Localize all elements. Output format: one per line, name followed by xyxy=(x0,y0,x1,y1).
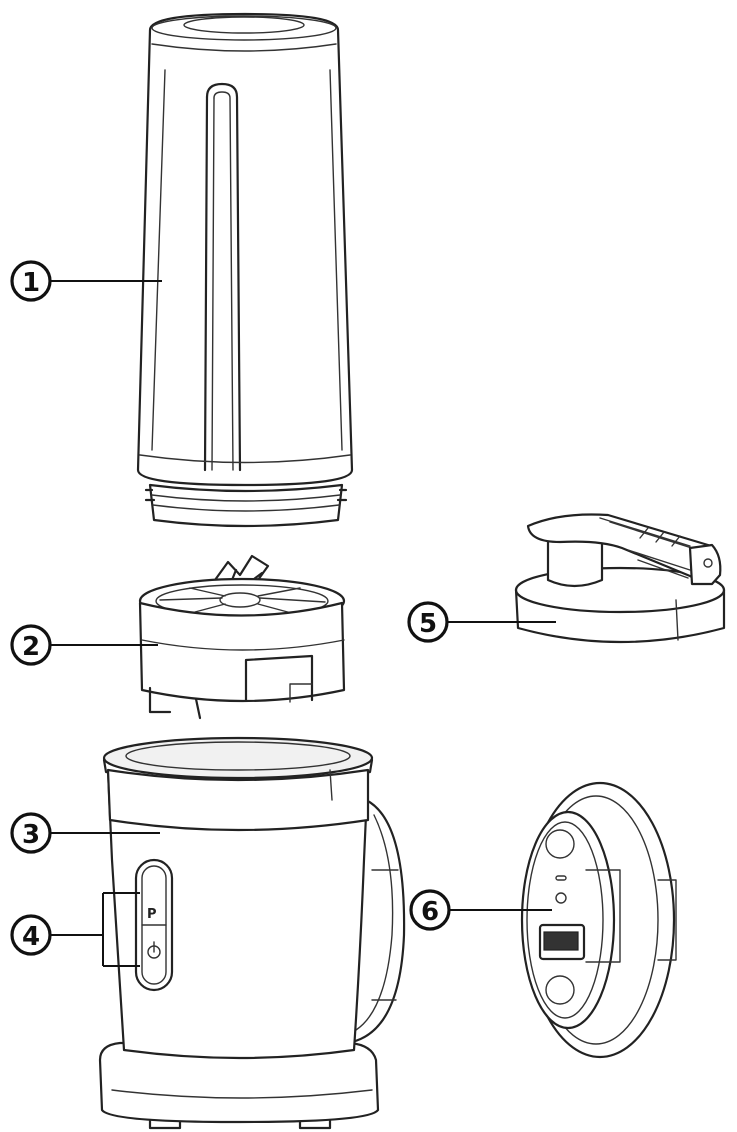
blade-assembly xyxy=(138,554,346,720)
svg-text:3: 3 xyxy=(22,820,40,850)
motor-base-bottom-view xyxy=(520,781,677,1059)
svg-text:5: 5 xyxy=(419,609,437,639)
pulse-button-label: P xyxy=(147,907,157,922)
leader-lines xyxy=(51,280,556,967)
label-6: 6 xyxy=(409,889,451,931)
leader-line-4 xyxy=(51,892,140,967)
travel-lid xyxy=(514,513,726,644)
svg-text:6: 6 xyxy=(421,897,439,927)
label-5: 5 xyxy=(407,601,449,643)
label-4: 4 xyxy=(10,914,52,956)
motor-base: P xyxy=(98,736,406,1130)
label-3: 3 xyxy=(10,812,52,854)
svg-text:1: 1 xyxy=(22,268,40,298)
label-2: 2 xyxy=(10,624,52,666)
svg-text:4: 4 xyxy=(22,922,40,952)
svg-text:2: 2 xyxy=(22,632,40,662)
label-1: 1 xyxy=(10,260,52,302)
power-icon xyxy=(147,941,161,959)
blending-cup xyxy=(136,12,354,528)
